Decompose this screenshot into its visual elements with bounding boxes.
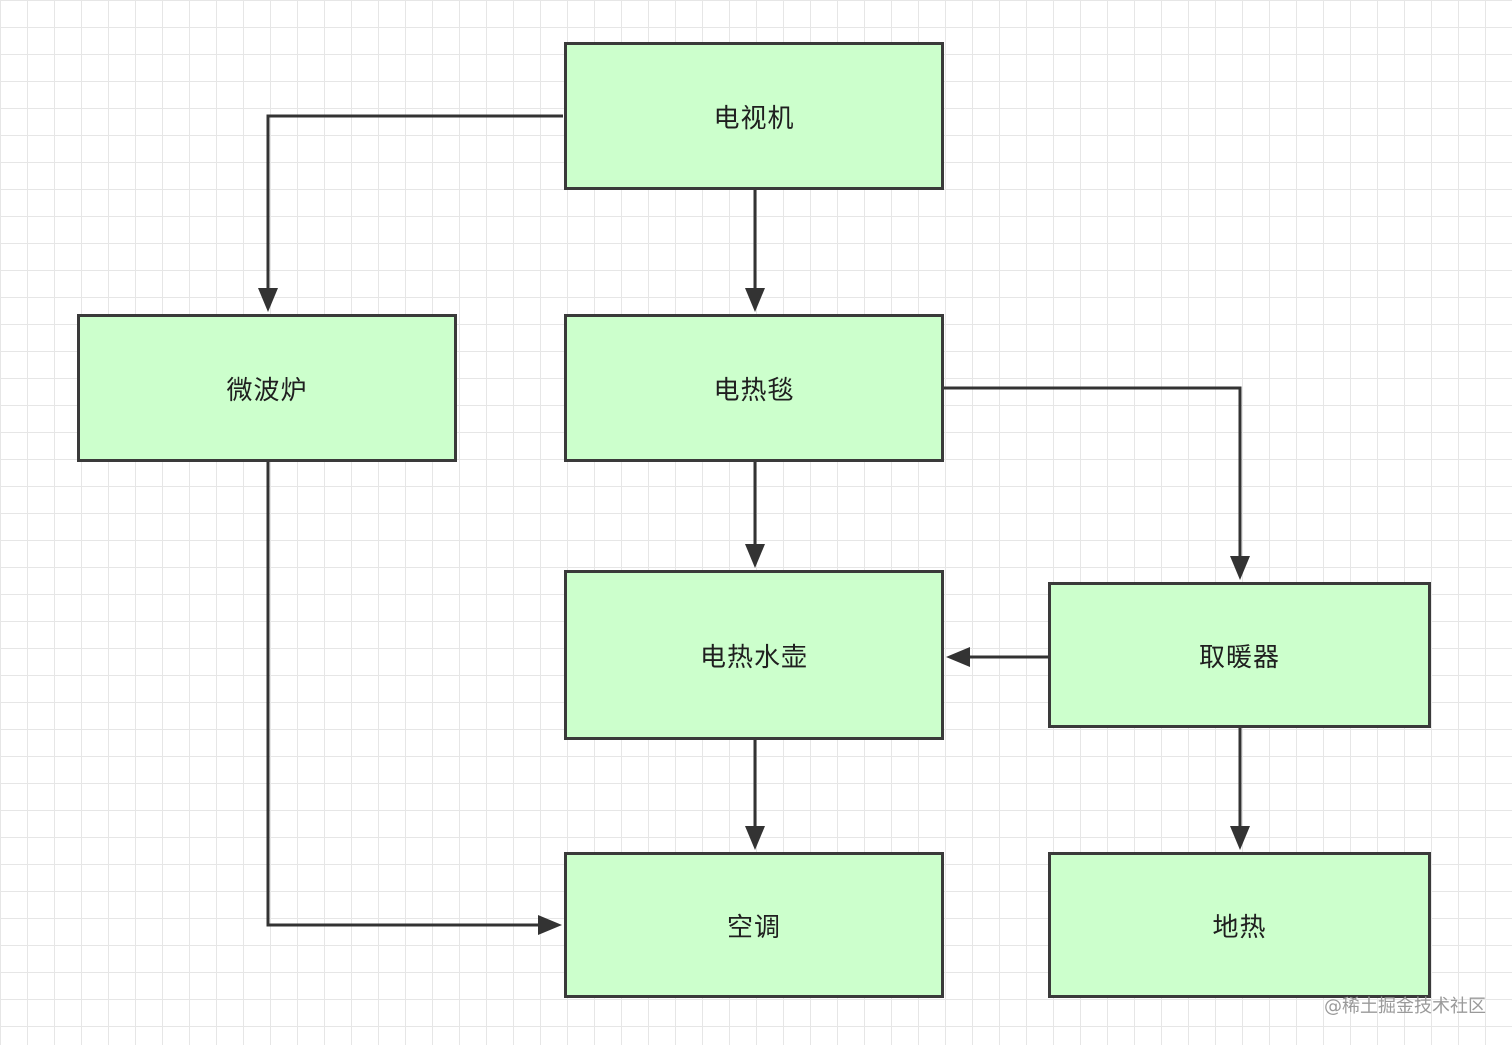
node-label: 空调	[726, 912, 781, 943]
node-label: 电视机	[713, 103, 795, 134]
arrowhead	[745, 288, 765, 312]
edge-blanket-to-heater	[944, 386, 1250, 580]
node-heater[interactable]: 取暖器	[1048, 582, 1431, 728]
arrowhead	[745, 544, 765, 568]
edge-heater-to-floor	[1230, 728, 1250, 850]
edge-line	[944, 386, 1242, 560]
arrowhead	[1230, 556, 1250, 580]
edge-kettle-to-ac	[745, 740, 765, 850]
edge-tv-to-microwave	[258, 114, 563, 312]
node-label: 地热	[1212, 912, 1267, 943]
arrowhead	[538, 915, 562, 935]
node-microwave[interactable]: 微波炉	[77, 314, 457, 462]
node-electric-kettle[interactable]: 电热水壶	[564, 570, 944, 740]
edge-heater-to-kettle	[946, 647, 1048, 667]
edge-line	[266, 114, 563, 292]
node-floor-heating[interactable]: 地热	[1048, 852, 1431, 998]
node-air-conditioner[interactable]: 空调	[564, 852, 944, 998]
edge-tv-to-blanket	[745, 190, 765, 312]
arrowhead	[946, 647, 970, 667]
arrowhead	[258, 288, 278, 312]
node-electric-blanket[interactable]: 电热毯	[564, 314, 944, 462]
node-label: 电热水壶	[699, 642, 808, 673]
node-label: 取暖器	[1198, 642, 1280, 673]
node-label: 微波炉	[226, 375, 308, 406]
edge-blanket-to-kettle	[745, 462, 765, 568]
watermark: @稀土掘金技术社区	[1324, 996, 1486, 1017]
edge-microwave-to-ac	[266, 462, 562, 935]
arrowhead	[1230, 826, 1250, 850]
arrowhead	[745, 826, 765, 850]
node-label: 电热毯	[713, 375, 795, 406]
node-tv[interactable]: 电视机	[564, 42, 944, 190]
edge-line	[266, 462, 542, 927]
